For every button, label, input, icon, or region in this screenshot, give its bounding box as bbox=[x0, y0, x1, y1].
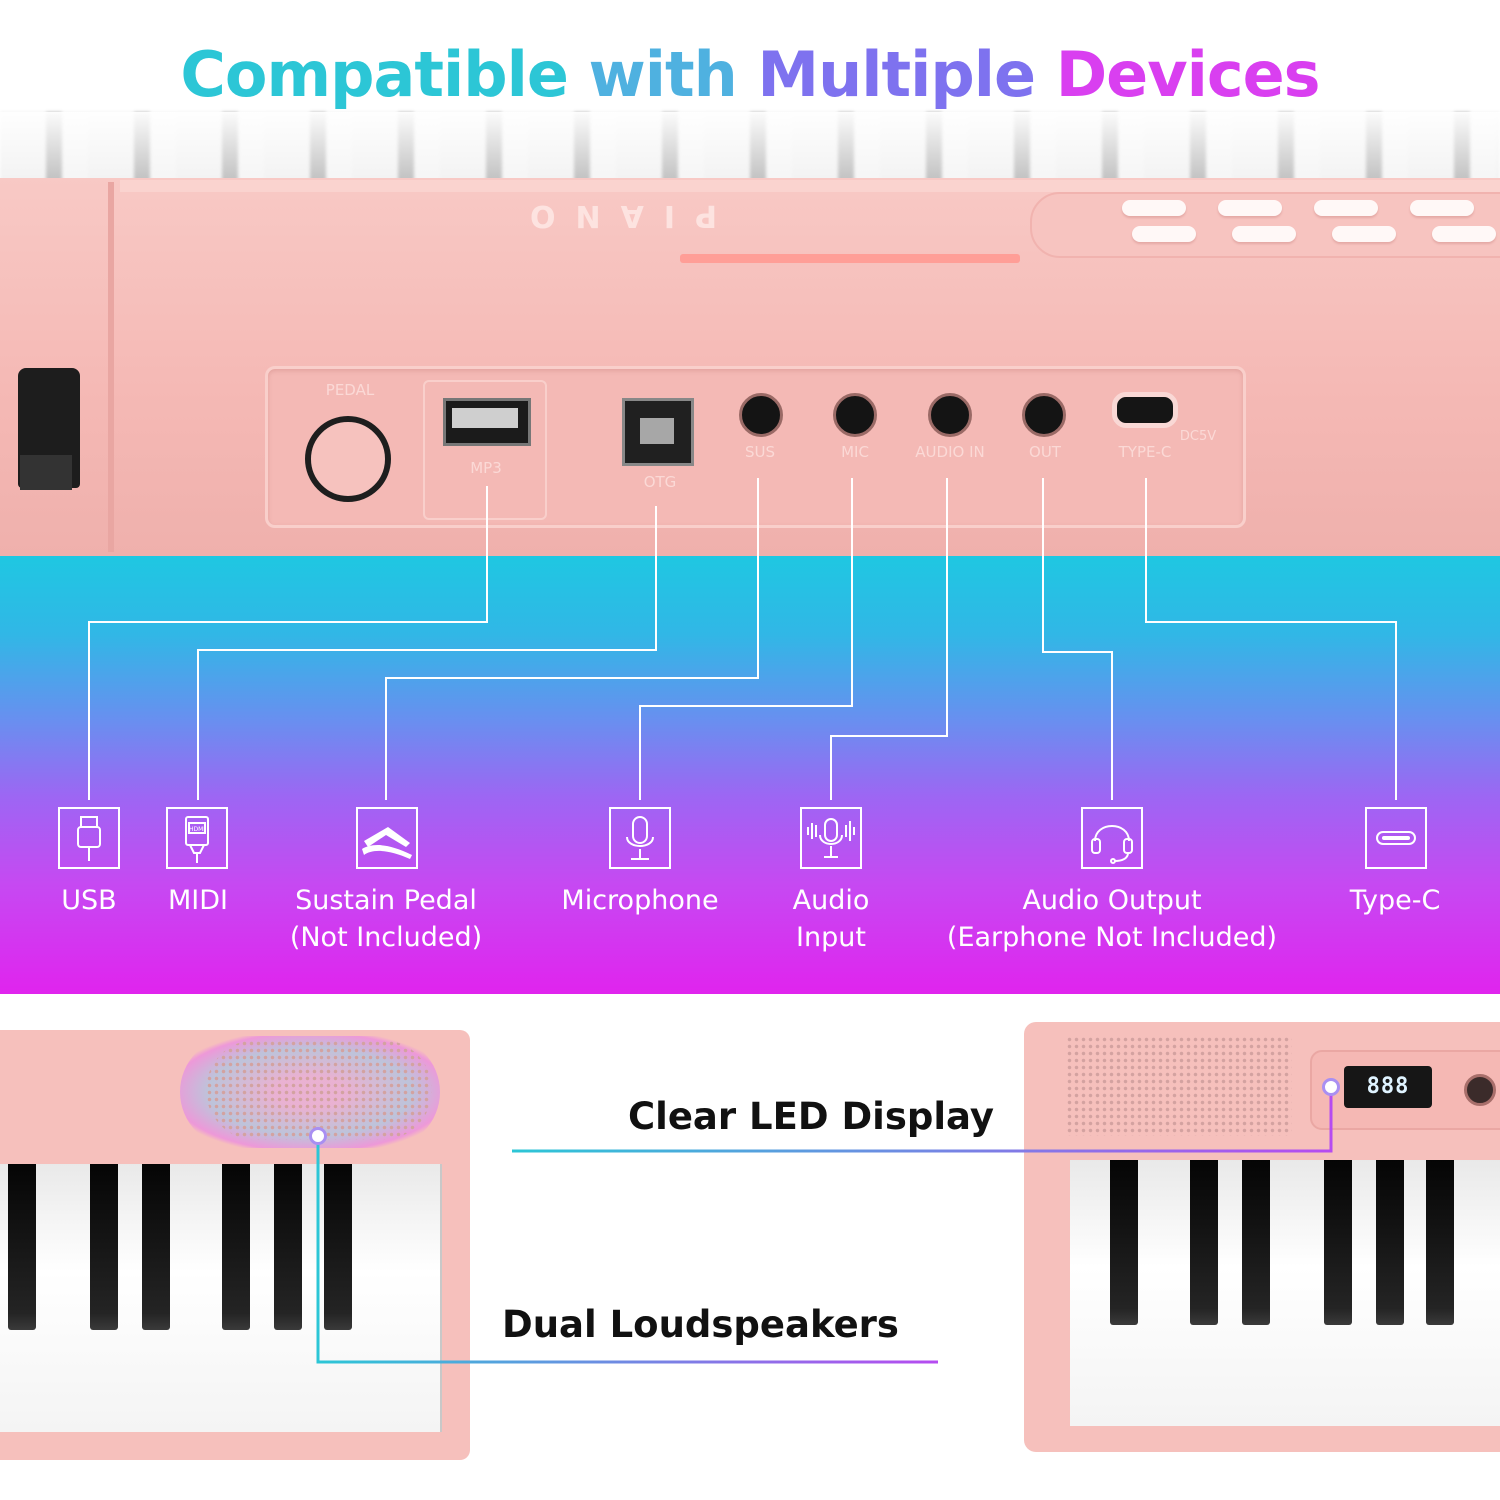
music-stand-slot bbox=[680, 254, 1020, 263]
hdmi-icon: HDMI bbox=[166, 807, 228, 869]
panel-button bbox=[1232, 226, 1296, 242]
keyboard-keys-left bbox=[0, 1164, 442, 1432]
label-usb: USB bbox=[61, 885, 117, 916]
label-sustain-pedal: Sustain Pedal (Not Included) bbox=[289, 885, 483, 953]
callout-dot-speakers bbox=[309, 1127, 327, 1145]
label-type-c: Type-C bbox=[1349, 885, 1441, 916]
black-key bbox=[1190, 1160, 1218, 1325]
callout-lines bbox=[316, 1088, 1333, 1364]
type-c-icon bbox=[1365, 807, 1427, 869]
port-label-out: OUT bbox=[1029, 443, 1061, 461]
output-jack bbox=[1022, 393, 1066, 437]
connector-lines bbox=[88, 478, 1397, 800]
black-key bbox=[90, 1164, 118, 1331]
black-key bbox=[274, 1164, 302, 1331]
type-c-port bbox=[1112, 392, 1178, 428]
title-word-devices: Devices bbox=[1055, 38, 1321, 111]
panel-button bbox=[1132, 226, 1196, 242]
callout-line-led bbox=[512, 1088, 1333, 1153]
black-key bbox=[222, 1164, 250, 1331]
headset-icon bbox=[1081, 807, 1143, 869]
black-key bbox=[1324, 1160, 1352, 1325]
port-label-sus: SUS bbox=[744, 443, 776, 461]
microphone-icon bbox=[609, 807, 671, 869]
port-label-audio-in: AUDIO IN bbox=[915, 443, 985, 461]
port-label-mp3: MP3 bbox=[470, 459, 502, 477]
sustain-jack bbox=[739, 393, 783, 437]
sustain-pedal-icon bbox=[356, 807, 418, 869]
black-key bbox=[1110, 1160, 1138, 1325]
power-button bbox=[1464, 1074, 1496, 1106]
usb-a-port-tongue bbox=[452, 408, 518, 428]
line-sustain bbox=[385, 478, 759, 800]
panel-button bbox=[1218, 200, 1282, 216]
panel-button bbox=[1332, 226, 1396, 242]
black-key bbox=[1242, 1160, 1270, 1325]
callout-dual-loudspeakers: Dual Loudspeakers bbox=[502, 1303, 899, 1346]
panel-button bbox=[1410, 200, 1474, 216]
function-button-panel bbox=[1030, 192, 1500, 258]
left-speaker-grille bbox=[206, 1040, 432, 1140]
label-audio-output: Audio Output (Earphone Not Included) bbox=[946, 885, 1278, 953]
port-label-otg: OTG bbox=[643, 473, 677, 491]
connection-band bbox=[0, 556, 1500, 994]
line-audio-in bbox=[830, 478, 948, 800]
black-key bbox=[1426, 1160, 1454, 1325]
mp3-port-frame bbox=[423, 380, 547, 520]
panel-button bbox=[1432, 226, 1496, 242]
audio-input-icon bbox=[800, 807, 862, 869]
led-display: 888 bbox=[1344, 1066, 1432, 1108]
white-key bbox=[396, 1164, 442, 1432]
keys-fade-overlay bbox=[0, 112, 1500, 182]
line-mic bbox=[639, 478, 853, 800]
line-type-c bbox=[1145, 478, 1397, 800]
white-key bbox=[352, 1164, 398, 1432]
keyboard-keys-right bbox=[1070, 1160, 1500, 1426]
page-title: Compatible with Multiple Devices bbox=[0, 30, 1500, 120]
port-label-mic: MIC bbox=[841, 443, 869, 461]
label-audio-input: Audio Input bbox=[792, 885, 870, 953]
right-speaker-grille bbox=[1066, 1036, 1292, 1136]
panel-top-lip bbox=[120, 180, 1500, 192]
usb-icon bbox=[58, 807, 120, 869]
usb-b-port-insert bbox=[640, 418, 674, 444]
callout-line-speakers bbox=[316, 1136, 938, 1364]
audio-in-jack bbox=[928, 393, 972, 437]
svg-text:HDMI: HDMI bbox=[189, 826, 205, 833]
title-word-multiple: Multiple bbox=[757, 38, 1036, 111]
piano-brand-embossed: PIANO bbox=[510, 198, 717, 233]
line-midi bbox=[197, 506, 657, 800]
port-label-type-c: TYPE-C bbox=[1118, 443, 1172, 461]
callout-dot-led bbox=[1322, 1078, 1340, 1096]
mic-jack bbox=[833, 393, 877, 437]
callout-led-display: Clear LED Display bbox=[628, 1095, 995, 1138]
label-midi: MIDI bbox=[167, 885, 228, 916]
panel-button bbox=[1122, 200, 1186, 216]
label-microphone: Microphone bbox=[561, 885, 719, 916]
line-output bbox=[1042, 478, 1113, 800]
port-label-dc: DC5V bbox=[1179, 429, 1217, 444]
port-label-pedal: PEDAL bbox=[325, 381, 375, 399]
pedal-jack bbox=[305, 416, 391, 502]
title-word-with: with bbox=[588, 38, 738, 111]
white-key bbox=[1475, 1160, 1500, 1426]
black-key bbox=[142, 1164, 170, 1331]
white-key bbox=[1070, 1160, 1117, 1426]
panel-button bbox=[1314, 200, 1378, 216]
line-usb bbox=[88, 486, 488, 800]
title-word-compatible: Compatible bbox=[180, 38, 568, 111]
black-key bbox=[324, 1164, 352, 1331]
black-key bbox=[1376, 1160, 1404, 1325]
panel-fold-seam bbox=[108, 182, 114, 552]
black-key bbox=[8, 1164, 36, 1331]
fold-latch-stem bbox=[20, 455, 72, 490]
